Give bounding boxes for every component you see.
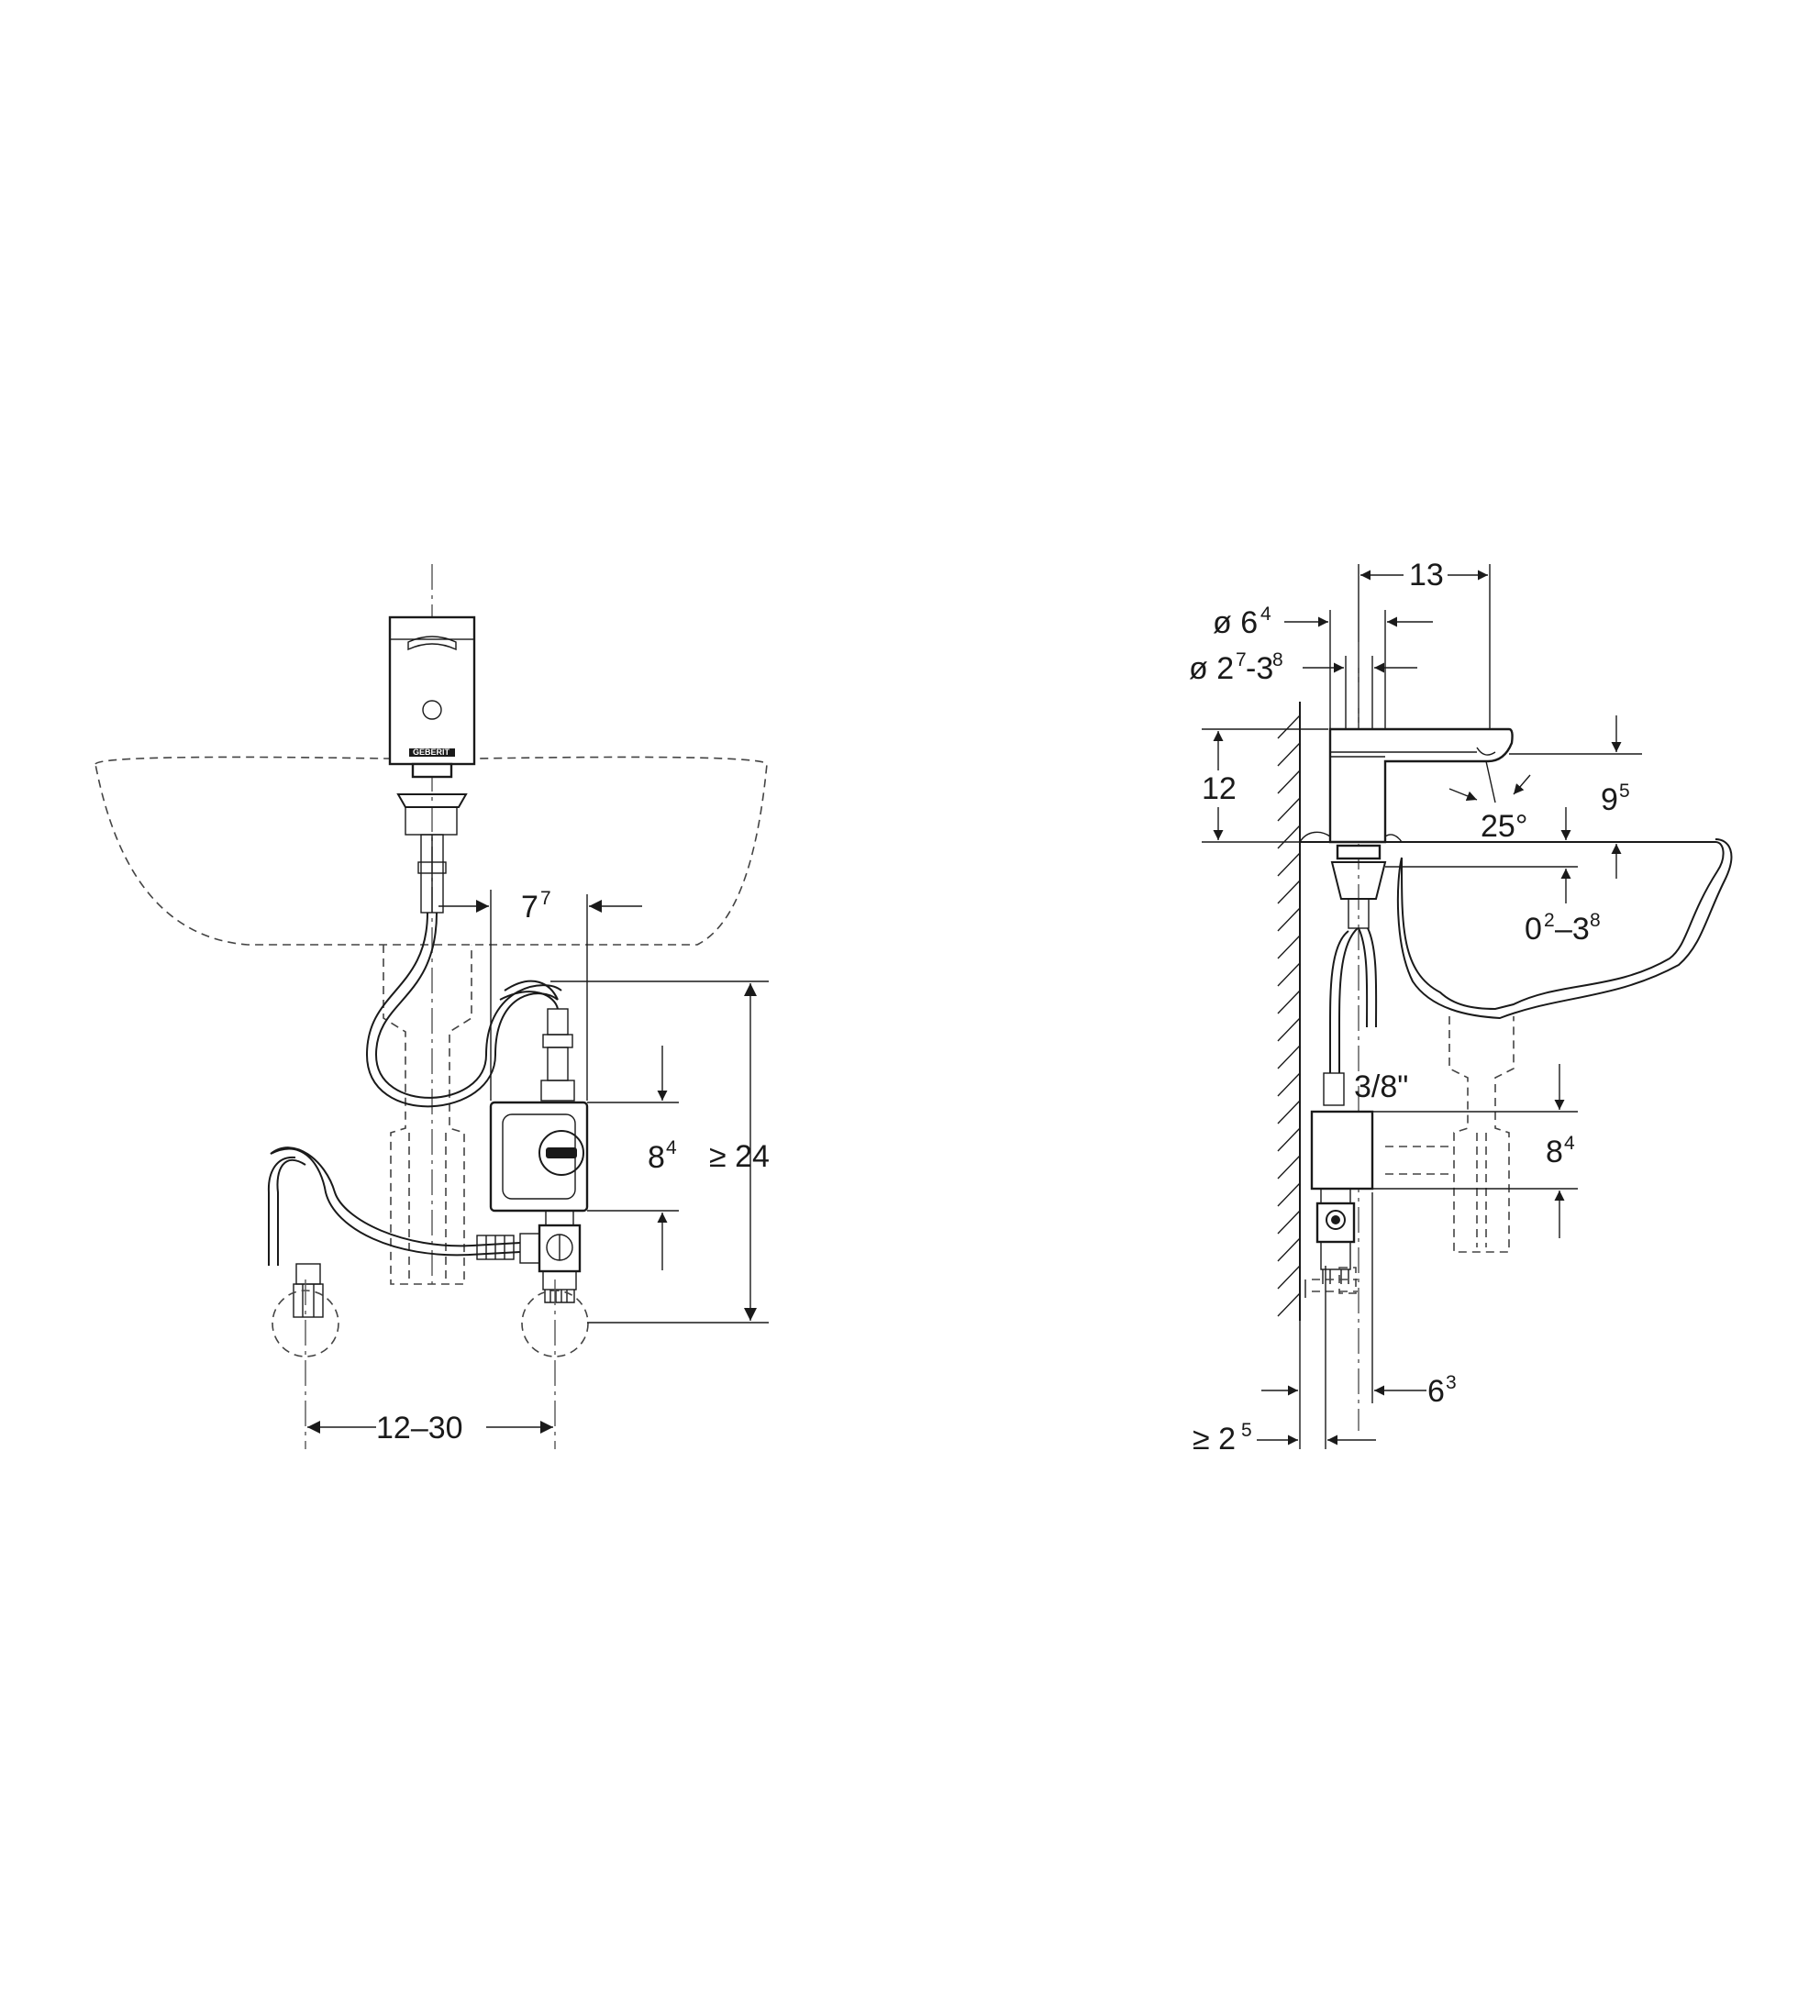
side-dim-spout-height-sup: 5 [1619,781,1630,802]
front-view: GEBERIT [94,564,770,1449]
side-dim-deck-range-s2: 8 [1272,649,1283,670]
front-dim-supply-spacing: 12–30 [307,1411,553,1446]
side-dim-hole-diameter-sup: 4 [1260,604,1271,625]
side-mounting [1330,844,1387,929]
side-dim-body-height: 12 [1202,728,1328,843]
front-dim-total-height-label: ≥ 24 [709,1139,770,1174]
side-trap [1385,1016,1515,1253]
side-dim-wall-gap-label: ≥ 2 [1193,1422,1236,1457]
side-supply-connection [1304,1267,1358,1298]
side-dim-spout-length: 13 [1360,558,1488,593]
side-dim-deck-thickness-s1: 2 [1544,910,1555,931]
front-dim-spout-offset: 7 7 [438,888,642,1101]
side-dim-deck-thickness: 0 2 –3 8 [1385,807,1601,947]
side-hose-fitting [1323,1072,1345,1106]
side-dim-deck-range-s1: 7 [1236,649,1247,670]
side-dim-spout-height: 9 5 [1509,715,1642,879]
front-dim-spout-offset-sup: 7 [540,888,551,909]
front-dim-total-height: ≥ 24 [550,980,770,1324]
side-dim-box-height: 8 4 [1372,1064,1578,1238]
side-dim-body-height-label: 12 [1202,771,1237,806]
side-faucet-body [1328,727,1514,844]
front-siphon-trap [383,945,472,1285]
front-dim-box-height-sup: 4 [666,1137,677,1158]
side-dim-box-depth: 6 3 [1261,1372,1457,1409]
side-dim-deck-thickness-p1: 0 [1525,912,1542,947]
front-hose-lower-fitting [476,1235,515,1260]
side-dim-hole-diameter-label: ø 6 [1213,605,1258,640]
side-dim-angle: 25° [1448,760,1531,844]
side-dim-angle-label: 25° [1481,809,1527,844]
side-control-box [1310,1110,1374,1284]
front-mounting-kit [396,762,468,914]
side-dim-deck-range-p2: -3 [1246,651,1273,686]
front-brand-label: GEBERIT [413,748,450,757]
front-basin-outline [94,756,768,946]
side-view: 25° [1189,558,1733,1457]
front-dim-supply-spacing-label: 12–30 [376,1411,463,1446]
front-valve-assembly [519,1210,582,1303]
side-dim-deck-range-p1: ø 2 [1189,651,1234,686]
side-dim-box-depth-label: 6 [1427,1374,1445,1409]
side-dim-spout-length-label: 13 [1409,558,1444,593]
side-dim-deck-range: ø 2 7 -3 8 [1189,649,1417,686]
side-dim-spout-height-label: 9 [1601,782,1618,817]
side-dim-box-height-sup: 4 [1564,1133,1575,1154]
front-hose-upper [365,912,559,1108]
side-dim-hole-diameter: ø 6 4 [1213,604,1433,640]
side-dim-deck-thickness-p2: –3 [1555,912,1590,947]
side-dim-thread-label: 3/8" [1354,1069,1408,1104]
front-left-supply-fitting [293,1263,324,1318]
side-wall [1277,702,1301,1321]
front-hose-upper-b [374,912,562,1099]
front-box-inlet [540,1008,575,1102]
front-hose-lower [270,1146,521,1257]
side-dim-box-height-label: 8 [1546,1135,1563,1169]
side-dim-deck-thickness-s2: 8 [1590,910,1601,931]
front-dim-box-height: 8 4 [587,1046,679,1270]
front-dim-spout-offset-label: 7 [521,890,538,925]
front-faucet-body: GEBERIT [388,615,476,766]
side-dim-box-depth-sup: 3 [1446,1372,1457,1393]
side-dim-wall-gap: ≥ 2 5 [1193,1420,1376,1457]
front-control-box [489,1101,589,1213]
side-dim-wall-gap-sup: 5 [1241,1420,1252,1441]
side-hose [1329,927,1359,1073]
front-dim-box-height-label: 8 [648,1140,665,1175]
side-basin-section [1299,831,1733,1020]
